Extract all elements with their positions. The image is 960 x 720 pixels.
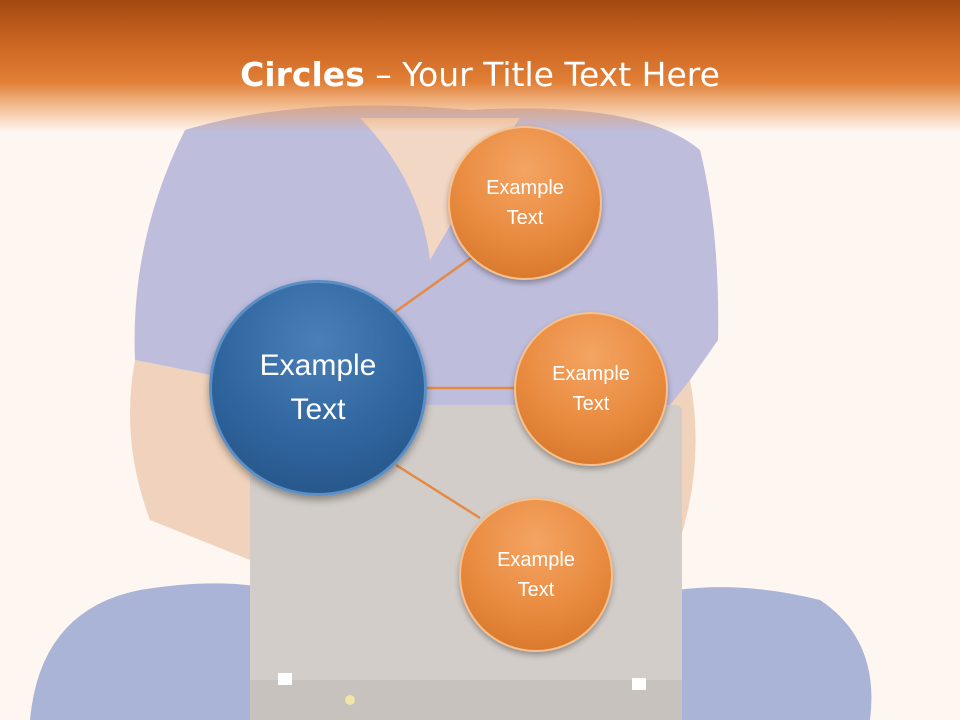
center-line-2: Text: [290, 393, 346, 426]
center-circle[interactable]: Example Text: [209, 280, 427, 496]
center-line-1: Example: [259, 349, 377, 382]
title-bar: [0, 0, 960, 132]
node-1-line-2: Text: [506, 207, 544, 229]
connector-node-1: [394, 253, 476, 314]
node-2-line-2: Text: [572, 393, 610, 415]
node-circle-3[interactable]: Example Text: [459, 498, 613, 652]
title-rest: – Your Title Text Here: [364, 55, 720, 94]
node-3-line-1: Example: [497, 549, 575, 571]
node-1-line-1: Example: [486, 177, 564, 199]
title-bold: Circles: [240, 55, 365, 94]
node-circle-2[interactable]: Example Text: [514, 312, 668, 466]
node-circle-1[interactable]: Example Text: [448, 126, 602, 280]
node-2-line-1: Example: [552, 363, 630, 385]
node-3-line-2: Text: [517, 579, 555, 601]
connector-node-3: [395, 463, 481, 520]
slide-title[interactable]: Circles – Your Title Text Here: [0, 52, 960, 98]
